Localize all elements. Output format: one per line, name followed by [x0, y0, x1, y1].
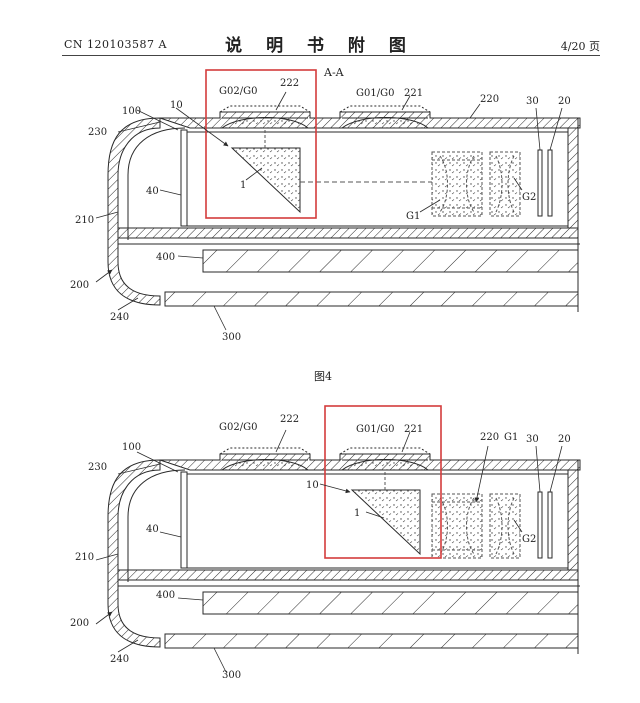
label-10: 10: [170, 100, 183, 111]
label-400: 400: [156, 590, 175, 601]
label-g2: G2: [522, 534, 536, 545]
label-400: 400: [156, 252, 175, 263]
label-10: 10: [306, 480, 319, 491]
label-100: 100: [122, 106, 141, 117]
highlight-box: [205, 69, 317, 219]
prism: [350, 489, 421, 556]
page-header: CN 120103587 A 说 明 书 附 图 4/20 页: [0, 0, 640, 56]
label-g2: G2: [522, 192, 536, 203]
sensor-plates: [537, 491, 553, 559]
label-220: 220: [480, 432, 499, 443]
lens-group-g1: [431, 493, 483, 559]
sensor-plates: [537, 149, 553, 217]
lens-group-g2: [489, 151, 521, 217]
label-240: 240: [110, 312, 129, 323]
label-30: 30: [526, 96, 539, 107]
label-cover-left: G02/G0: [219, 422, 257, 433]
label-210: 210: [75, 215, 94, 226]
label-210: 210: [75, 552, 94, 563]
label-200: 200: [70, 618, 89, 629]
label-40: 40: [146, 186, 159, 197]
figure-bottom: G02/G0 222 G01/G0 221 220 G1 30 20 100 1…: [70, 405, 581, 681]
label-200: 200: [70, 280, 89, 291]
label-30: 30: [526, 434, 539, 445]
label-cover-left: G02/G0: [219, 86, 257, 97]
header-rule: [62, 55, 600, 56]
label-g1: G1: [504, 432, 518, 443]
label-240: 240: [110, 654, 129, 665]
patent-number: CN 120103587 A: [64, 38, 167, 51]
label-100: 100: [122, 442, 141, 453]
label-230: 230: [88, 462, 107, 473]
figure-caption: 图4: [314, 370, 332, 383]
label-20: 20: [558, 434, 571, 445]
figure-top: A-A G02/G0 222 G01/G0 221 220 30 20 100 …: [70, 66, 581, 383]
label-40: 40: [146, 524, 159, 535]
lens-group-g2: [489, 493, 521, 559]
label-221: 221: [404, 88, 423, 99]
page-number: 4/20 页: [560, 40, 600, 53]
label-222: 222: [280, 78, 299, 89]
label-230: 230: [88, 127, 107, 138]
section-label: A-A: [323, 66, 345, 79]
label-1: 1: [240, 180, 246, 191]
label-300: 300: [222, 332, 241, 343]
label-300: 300: [222, 670, 241, 681]
label-220: 220: [480, 94, 499, 105]
prism: [230, 147, 301, 214]
highlight-box: [324, 405, 442, 559]
label-cover-right: G01/G0: [356, 424, 394, 435]
label-222: 222: [280, 414, 299, 425]
page-title: 说 明 书 附 图: [225, 36, 415, 56]
lens-group-g1: [431, 151, 483, 217]
label-20: 20: [558, 96, 571, 107]
label-g1: G1: [406, 211, 420, 222]
label-cover-right: G01/G0: [356, 88, 394, 99]
label-1: 1: [354, 508, 360, 519]
label-221: 221: [404, 424, 423, 435]
